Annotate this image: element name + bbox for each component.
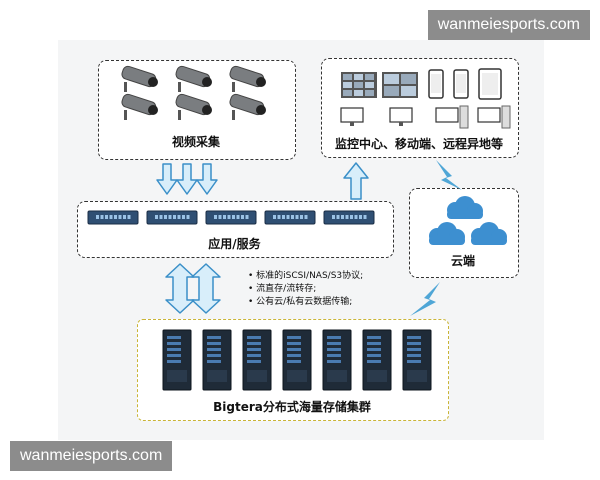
surveillance-camera-icon bbox=[175, 93, 212, 120]
surveillance-camera-icon bbox=[121, 65, 158, 92]
storage-cluster-label: Bigtera分布式海量存储集群 bbox=[213, 400, 371, 414]
server-rack-icon bbox=[362, 329, 392, 391]
server-rack-icon bbox=[202, 329, 232, 391]
desktop-pc-icon bbox=[340, 105, 511, 129]
phone-icon bbox=[428, 69, 469, 99]
video-capture-label: 视频采集 bbox=[171, 135, 220, 149]
server-rack-icon bbox=[162, 329, 192, 391]
server-rack-icon bbox=[402, 329, 432, 391]
protocol-note: • 公有云/私有云数据传输; bbox=[248, 297, 353, 307]
up-arrow bbox=[343, 162, 369, 200]
surveillance-camera-icon bbox=[229, 93, 266, 120]
protocol-notes: • 标准的iSCSI/NAS/S3协议; • 流直存/流转存; • 公有云/私有… bbox=[248, 270, 363, 309]
monitoring-center-label: 监控中心、移动端、远程异地等 bbox=[334, 137, 503, 151]
down-arrow bbox=[156, 163, 178, 195]
cloud-label: 云端 bbox=[450, 254, 475, 268]
server-rack-icon bbox=[282, 329, 312, 391]
network-switch-icon bbox=[323, 210, 375, 225]
network-switch-icon bbox=[87, 210, 139, 225]
monitor-wall-icon bbox=[341, 72, 418, 98]
down-arrow bbox=[196, 163, 218, 195]
surveillance-camera-icon bbox=[121, 93, 158, 120]
network-switch-icon bbox=[205, 210, 257, 225]
watermark-bottom: wanmeiesports.com bbox=[10, 441, 173, 471]
server-rack-icon bbox=[322, 329, 352, 391]
network-switch-icon bbox=[146, 210, 198, 225]
surveillance-camera-icon bbox=[229, 65, 266, 92]
down-arrow bbox=[176, 163, 198, 195]
lightning-icon bbox=[410, 282, 440, 316]
network-switch-icon bbox=[264, 210, 316, 225]
surveillance-camera-icon bbox=[175, 65, 212, 92]
lightning-icon bbox=[436, 160, 462, 190]
watermark-top: wanmeiesports.com bbox=[427, 10, 590, 40]
tablet-icon bbox=[478, 68, 502, 100]
double-arrow bbox=[191, 263, 221, 314]
protocol-note: • 标准的iSCSI/NAS/S3协议; bbox=[248, 271, 364, 281]
server-rack-icon bbox=[242, 329, 272, 391]
double-arrow bbox=[165, 263, 195, 314]
protocol-note: • 流直存/流转存; bbox=[248, 284, 317, 294]
application-service-label: 应用/服务 bbox=[208, 237, 261, 251]
